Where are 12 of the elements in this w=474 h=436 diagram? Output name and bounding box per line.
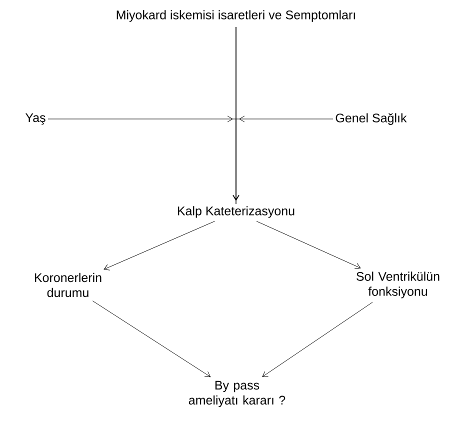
- diagram-text: Genel Sağlık: [336, 113, 407, 125]
- diagram-text: Yaş: [25, 113, 46, 125]
- diagram-text: Sol Ventrikülün fonksiyonu: [356, 272, 440, 298]
- arrow: [256, 221, 361, 269]
- diagram-text: Kalp Kateterizasyonu: [178, 206, 294, 218]
- arrow: [262, 302, 373, 377]
- diagram-text: Miyokard iskemisi isaretleri ve Semptomları: [116, 10, 355, 22]
- arrow: [104, 220, 216, 270]
- arrow: [232, 26, 240, 201]
- diagram-text: By pass ameliyatı kararı ?: [188, 380, 286, 408]
- arrow: [92, 300, 211, 378]
- diagram-text: Koronerlerin durumu: [34, 272, 102, 298]
